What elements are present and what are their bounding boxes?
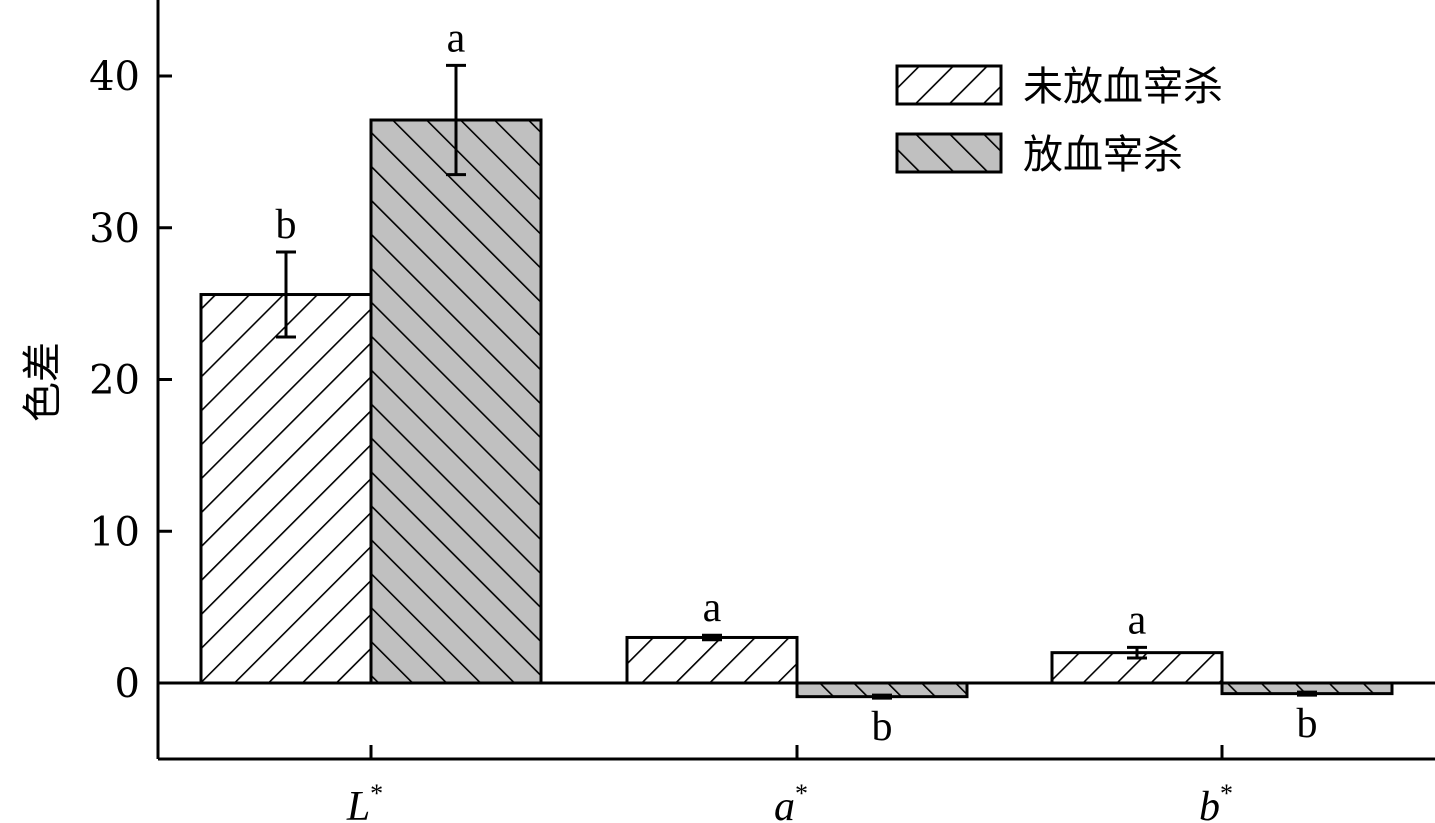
significance-label: b — [1297, 701, 1318, 747]
significance-labels: b a a b a b — [276, 15, 1318, 750]
bar-L-series-1 — [199, 293, 373, 685]
bars — [199, 118, 1394, 699]
error-bars — [276, 63, 1317, 700]
y-axis-title: 色差 — [20, 342, 66, 422]
legend-label: 未放血宰杀 — [1023, 64, 1223, 110]
error-bar-L-series-1 — [276, 250, 296, 339]
x-tick-label: b* — [1199, 779, 1233, 823]
x-tick-label: L* — [346, 779, 383, 823]
error-bar-b-series-1 — [1127, 645, 1147, 660]
bar-L-series-2 — [369, 118, 543, 685]
error-bar-L-series-2 — [446, 63, 466, 177]
error-bar-a-series-1 — [702, 633, 722, 642]
legend-label: 放血宰杀 — [1023, 132, 1183, 178]
legend-swatch — [895, 132, 1003, 174]
legend-item-2: 放血宰杀 — [895, 132, 1183, 178]
y-tick-label: 20 — [89, 358, 140, 404]
significance-label: b — [276, 202, 297, 248]
legend-swatch — [895, 64, 1003, 106]
significance-label: a — [703, 585, 722, 631]
x-tick-label: a* — [774, 779, 808, 823]
y-tick-label: 10 — [89, 509, 140, 555]
y-tick-label: 40 — [89, 54, 140, 100]
y-tick-label: 0 — [115, 661, 140, 707]
error-bar-a-series-2 — [872, 693, 892, 700]
y-axis-label: 色差 — [20, 342, 66, 422]
y-tick-label: 30 — [89, 206, 140, 252]
legend-item-1: 未放血宰杀 — [895, 64, 1223, 110]
significance-label: a — [1128, 597, 1147, 643]
error-bar-b-series-2 — [1297, 690, 1317, 697]
bar-b-series-1 — [1050, 651, 1224, 685]
bar-a-series-1 — [625, 635, 799, 685]
significance-label: a — [447, 15, 466, 61]
significance-label: b — [872, 704, 893, 750]
